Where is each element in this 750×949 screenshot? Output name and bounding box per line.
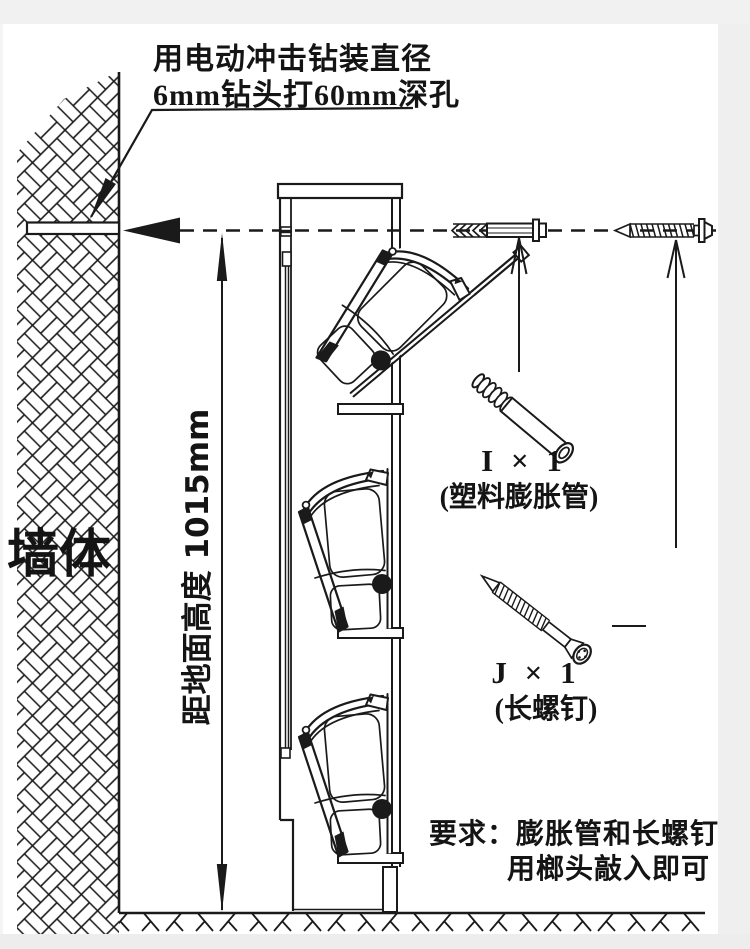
wall-hatch <box>17 71 119 934</box>
floor-section <box>119 911 705 937</box>
plinth <box>280 818 295 911</box>
long-screw-on-axis <box>612 218 713 243</box>
floor-hatch <box>119 913 705 937</box>
up-arrowhead-icon <box>666 239 686 279</box>
screw-position-arrow <box>666 239 686 548</box>
part-j-name-label: (长螺钉) <box>495 693 598 725</box>
screw-threads <box>629 223 695 238</box>
expansion-tube-part <box>471 373 575 464</box>
part-i-qty-label: I × 1 <box>481 443 567 478</box>
wall-section <box>17 71 121 934</box>
wall-label: 墙体 <box>7 526 111 584</box>
height-dimension-label: 距地面高度 1015mm <box>180 409 216 726</box>
dimension-arrow-down-icon <box>216 864 228 912</box>
drill-note-line2: 6mm钻头打60mm深孔 <box>153 79 460 112</box>
back-panel-bracket <box>281 251 292 267</box>
screw-threads <box>494 581 547 631</box>
shelf-top <box>337 403 404 415</box>
drawer-side-plank <box>471 253 520 296</box>
anchor-ribs <box>450 223 488 238</box>
expansion-anchor-on-axis <box>450 218 547 242</box>
axis-arrowhead-icon <box>123 217 180 244</box>
up-arrowhead-icon <box>510 237 528 275</box>
long-screw-part <box>479 574 592 665</box>
drill-note-line1: 用电动冲击钻装直径 <box>153 43 432 76</box>
back-panel <box>284 266 290 748</box>
screw-head <box>703 220 713 241</box>
drill-leader-arrow <box>90 106 414 219</box>
anchor-position-arrow <box>510 237 528 372</box>
leader-arrowhead-icon <box>90 178 116 219</box>
front-foot <box>382 866 398 913</box>
part-j-qty-label: J × 1 <box>491 655 580 690</box>
part-i-name-label: (塑料膨胀管) <box>440 480 599 513</box>
screw-head-cone <box>563 638 585 660</box>
height-dimension-line <box>216 233 228 912</box>
back-panel-foot <box>280 747 291 759</box>
requirement-line2: 用榔头敲入即可 <box>507 853 710 885</box>
requirement-line1: 要求：膨胀管和长螺钉 <box>429 817 719 850</box>
wall-anchor-hole <box>25 221 121 236</box>
cabinet-top-cap <box>276 182 404 200</box>
dimension-arrow-up-icon <box>216 233 228 281</box>
